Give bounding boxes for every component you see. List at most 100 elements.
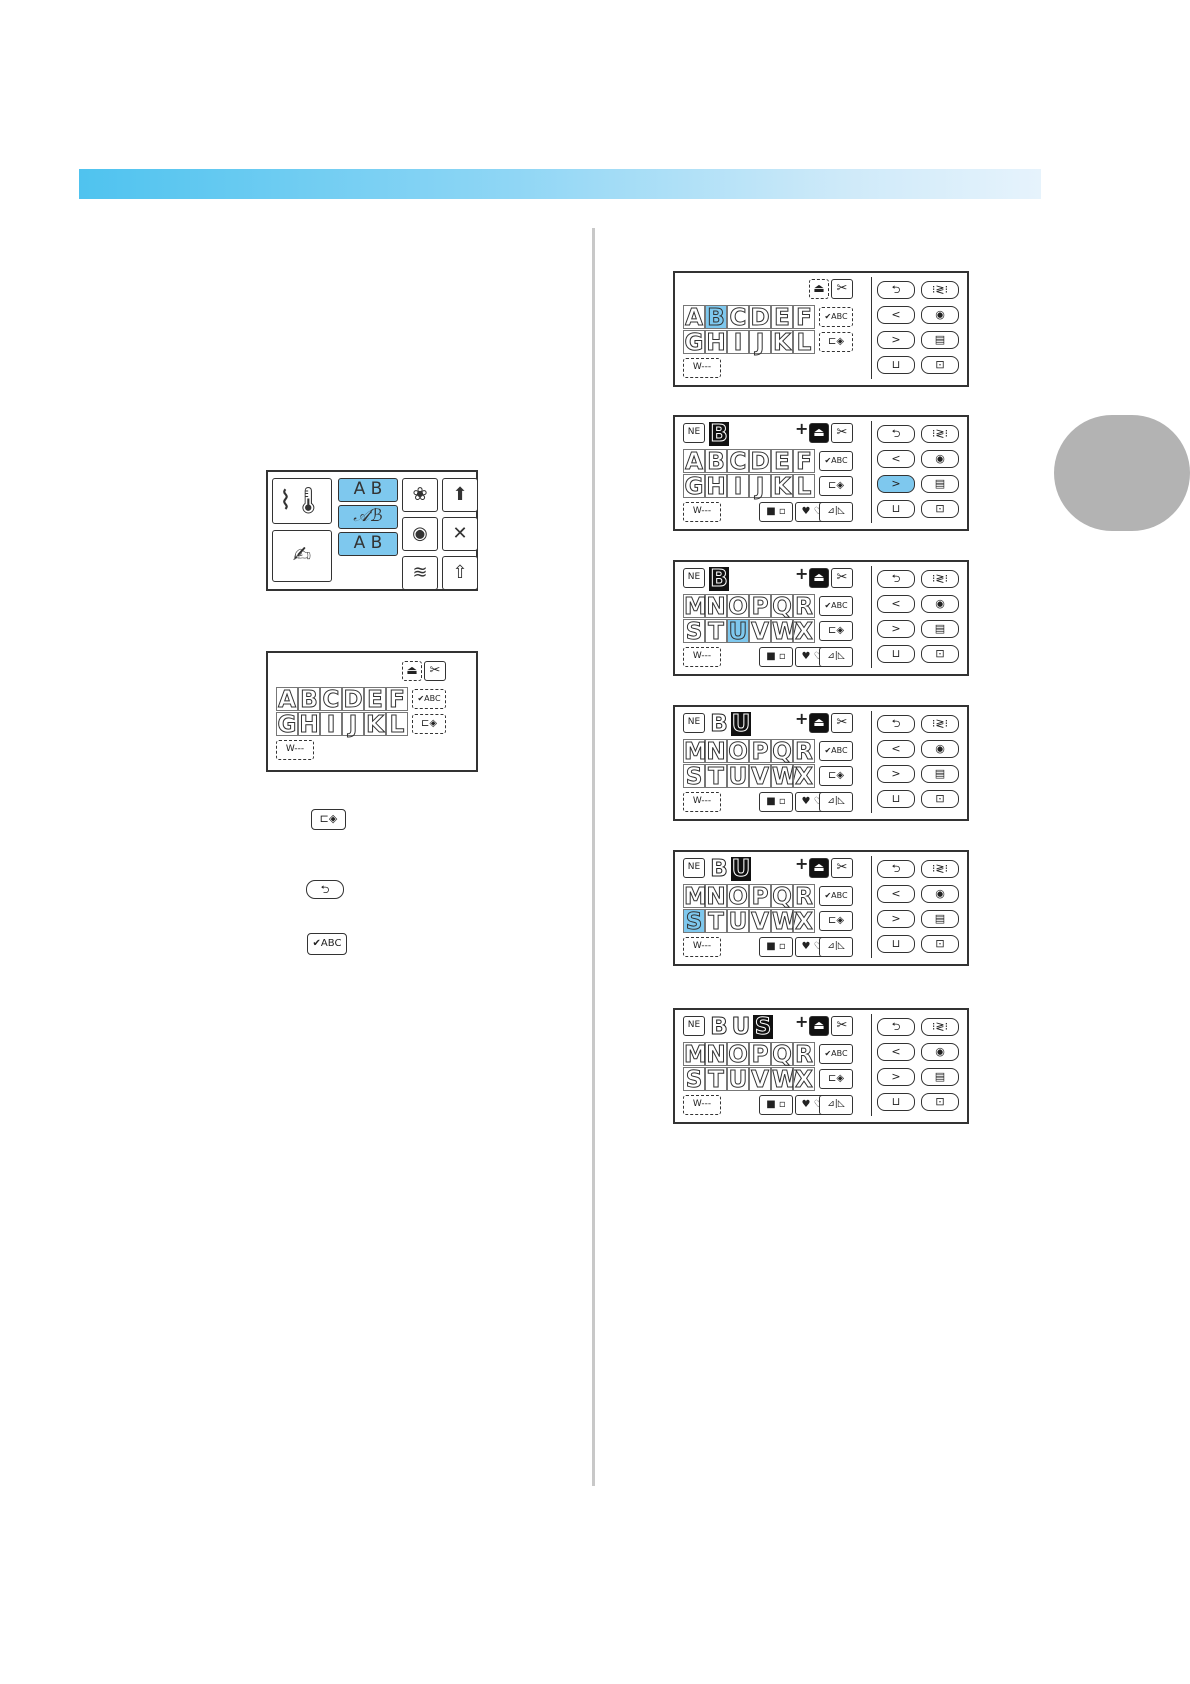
letter-key-a[interactable]: A bbox=[276, 687, 298, 713]
control-file-button[interactable]: ▤ bbox=[921, 475, 959, 493]
letter-key-w[interactable]: W bbox=[771, 619, 798, 645]
control-file-button[interactable]: ▤ bbox=[921, 910, 959, 928]
ne-button[interactable]: NE bbox=[683, 423, 705, 443]
letter-key-f[interactable]: F bbox=[386, 687, 408, 713]
letter-key-p[interactable]: P bbox=[749, 1042, 771, 1068]
letter-key-w[interactable]: W bbox=[771, 764, 798, 790]
letter-key-v[interactable]: V bbox=[749, 764, 771, 790]
control-edit-button[interactable]: ⊡ bbox=[921, 645, 959, 663]
letter-key-t[interactable]: T bbox=[705, 764, 727, 790]
control-sew-button[interactable]: ⊔ bbox=[877, 500, 915, 518]
letter-key-q[interactable]: Q bbox=[771, 1042, 793, 1068]
control-memory-button[interactable]: ◉ bbox=[921, 1043, 959, 1061]
letter-key-r[interactable]: R bbox=[793, 739, 815, 765]
check-abc-button[interactable]: ✔ABC bbox=[819, 596, 853, 616]
stitch-cell-utility[interactable]: ⌇🌡 bbox=[272, 478, 332, 524]
control-memory-button[interactable]: ◉ bbox=[921, 595, 959, 613]
letter-key-c[interactable]: C bbox=[727, 449, 749, 475]
letter-key-g[interactable]: G bbox=[276, 712, 298, 738]
letter-key-w[interactable]: W bbox=[771, 1067, 798, 1093]
letter-key-r[interactable]: R bbox=[793, 1042, 815, 1068]
thread-cut-toggle[interactable]: ⏏ bbox=[402, 661, 422, 681]
ne-button[interactable]: NE bbox=[683, 568, 705, 588]
letter-key-l[interactable]: L bbox=[793, 474, 815, 500]
control-left-button[interactable]: < bbox=[877, 595, 915, 613]
letter-key-s[interactable]: S bbox=[683, 909, 705, 935]
size-button[interactable]: W--- bbox=[683, 1095, 721, 1115]
letter-key-f[interactable]: F bbox=[793, 449, 815, 475]
size-button[interactable]: W--- bbox=[683, 792, 721, 812]
size-button[interactable]: W--- bbox=[683, 502, 721, 522]
alphabet-select-button[interactable]: ⊏◈ bbox=[819, 1069, 853, 1089]
letter-key-x[interactable]: X bbox=[793, 1067, 815, 1093]
letter-key-c[interactable]: C bbox=[320, 687, 342, 713]
letter-key-s[interactable]: S bbox=[683, 764, 705, 790]
thread-cut-toggle[interactable]: ⏏ bbox=[809, 713, 829, 733]
control-left-button[interactable]: < bbox=[877, 740, 915, 758]
letter-key-u[interactable]: U bbox=[727, 764, 749, 790]
scissors-button[interactable]: ✂ bbox=[831, 713, 853, 733]
scissors-button[interactable]: ✂ bbox=[831, 1016, 853, 1036]
letter-key-d[interactable]: D bbox=[749, 305, 771, 331]
letter-key-b[interactable]: B bbox=[298, 687, 320, 713]
mode-square-button[interactable]: ■ ▫ bbox=[759, 792, 793, 812]
letter-key-d[interactable]: D bbox=[342, 687, 364, 713]
letter-key-r[interactable]: R bbox=[793, 884, 815, 910]
control-spacing-button[interactable]: ⁝≷⁝ bbox=[921, 425, 959, 443]
mode-square-button[interactable]: ■ ▫ bbox=[759, 502, 793, 522]
letter-key-n[interactable]: N bbox=[705, 739, 727, 765]
letter-key-k[interactable]: K bbox=[771, 474, 793, 500]
letter-key-j[interactable]: J bbox=[749, 330, 771, 356]
ne-button[interactable]: NE bbox=[683, 1016, 705, 1036]
ne-button[interactable]: NE bbox=[683, 713, 705, 733]
control-back-button[interactable]: ⮌ bbox=[877, 715, 915, 733]
control-back-button[interactable]: ⮌ bbox=[877, 281, 915, 299]
control-spacing-button[interactable]: ⁝≷⁝ bbox=[921, 281, 959, 299]
letter-key-x[interactable]: X bbox=[793, 764, 815, 790]
control-edit-button[interactable]: ⊡ bbox=[921, 935, 959, 953]
thread-cut-toggle[interactable]: ⏏ bbox=[809, 568, 829, 588]
letter-key-a[interactable]: A bbox=[683, 305, 705, 331]
letter-key-g[interactable]: G bbox=[683, 330, 705, 356]
control-spacing-button[interactable]: ⁝≷⁝ bbox=[921, 570, 959, 588]
letter-key-p[interactable]: P bbox=[749, 739, 771, 765]
alphabet-select-button[interactable]: ⊏◈ bbox=[819, 332, 853, 352]
stitch-cell-quilting[interactable]: ✍ bbox=[272, 530, 332, 582]
letter-key-t[interactable]: T bbox=[705, 909, 727, 935]
alphabet-select-button[interactable]: ⊏◈ bbox=[819, 766, 853, 786]
scissors-button[interactable]: ✂ bbox=[831, 423, 853, 443]
ne-button[interactable]: NE bbox=[683, 858, 705, 878]
scissors-button[interactable]: ✂ bbox=[831, 279, 853, 299]
mirror-button[interactable]: ⊿|◺ bbox=[819, 937, 853, 957]
letter-key-w[interactable]: W bbox=[771, 909, 798, 935]
alphabet-style-2[interactable]: 𝒜ℬ bbox=[338, 505, 398, 529]
cross-stitch-cell[interactable]: ✕ bbox=[442, 517, 478, 551]
check-abc-button[interactable]: ✔ABC bbox=[819, 307, 853, 327]
letter-key-r[interactable]: R bbox=[793, 594, 815, 620]
scissors-button[interactable]: ✂ bbox=[424, 661, 446, 681]
letter-key-k[interactable]: K bbox=[771, 330, 793, 356]
control-right-button[interactable]: > bbox=[877, 765, 915, 783]
control-sew-button[interactable]: ⊔ bbox=[877, 790, 915, 808]
control-memory-button[interactable]: ◉ bbox=[921, 450, 959, 468]
alphabet-select-button[interactable]: ⊏◈ bbox=[412, 714, 446, 734]
letter-key-o[interactable]: O bbox=[727, 884, 749, 910]
control-file-button[interactable]: ▤ bbox=[921, 331, 959, 349]
thread-cut-toggle[interactable]: ⏏ bbox=[809, 1016, 829, 1036]
control-spacing-button[interactable]: ⁝≷⁝ bbox=[921, 1018, 959, 1036]
check-abc-button[interactable]: ✔ABC bbox=[412, 689, 446, 709]
control-right-button[interactable]: > bbox=[877, 331, 915, 349]
letter-key-h[interactable]: H bbox=[705, 474, 727, 500]
letter-key-i[interactable]: I bbox=[727, 330, 749, 356]
letter-key-l[interactable]: L bbox=[793, 330, 815, 356]
check-abc-button[interactable]: ✔ABC bbox=[819, 451, 853, 471]
control-back-button[interactable]: ⮌ bbox=[877, 1018, 915, 1036]
letter-key-i[interactable]: I bbox=[727, 474, 749, 500]
letter-key-b[interactable]: B bbox=[705, 305, 727, 331]
thread-cut-toggle[interactable]: ⏏ bbox=[809, 423, 829, 443]
check-abc-button[interactable]: ✔ABC bbox=[819, 1044, 853, 1064]
satin-stitch-cell[interactable]: ◉ bbox=[402, 517, 438, 551]
letter-key-g[interactable]: G bbox=[683, 474, 705, 500]
control-sew-button[interactable]: ⊔ bbox=[877, 935, 915, 953]
control-file-button[interactable]: ▤ bbox=[921, 620, 959, 638]
